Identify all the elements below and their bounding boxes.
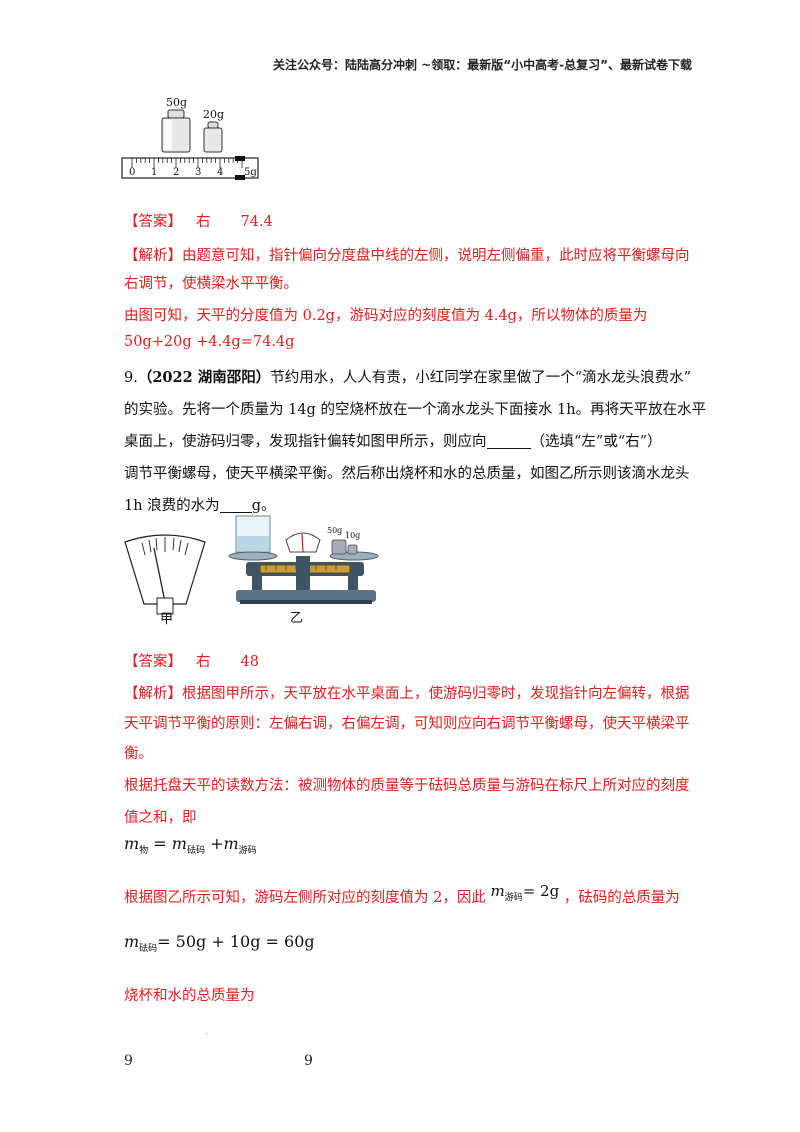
scale-tick-4: 4: [217, 167, 224, 178]
scale-tick-2: 2: [173, 167, 180, 178]
page-header: 关注公众号：陆陆高分冲刺 ~领取：最新版“小中高考-总复习”、最新试卷下载: [273, 58, 692, 72]
q9-analysis-line7: 烧杯和水的总质量为: [124, 988, 255, 1004]
figure-yi-weight-10g: 10g: [345, 531, 361, 540]
scale-tick-3: 3: [195, 167, 202, 178]
weight-50g-label: 50g: [166, 96, 188, 109]
figure-jia-label: 甲: [160, 612, 174, 627]
q9-blank-direction: [486, 434, 531, 449]
formula-total-mass: m物 = m砝码 +m游码: [124, 834, 257, 857]
dot-mark: [206, 1033, 207, 1034]
q9-analysis-line2: 天平调节平衡的原则：左偏右调，右偏左调，可知则应向右调节平衡螺母，使天平横梁平: [124, 716, 690, 732]
q9-analysis-line3: 衡。: [124, 746, 153, 762]
q9-analysis-line4: 根据托盘天平的读数方法：被测物体的质量等于砝码总质量与游码在标尺上所对应的刻度: [124, 778, 690, 794]
figure-yi-weight-50g: 50g: [327, 526, 343, 535]
q8-analysis-line1: 【解析】由题意可知，指针偏向分度盘中线的左侧，说明左侧偏重，此时应将平衡螺母向: [124, 248, 690, 264]
scale-tick-0: 0: [129, 167, 136, 178]
scale-tick-1: 1: [151, 167, 158, 178]
figure-yi-balance: 50g 10g 乙: [226, 512, 386, 628]
q8-analysis-line2: 右调节，使横梁水平平衡。: [124, 276, 298, 292]
q9-analysis-line1: 【解析】根据图甲所示，天平放在水平桌面上，使游码归零时，发现指针向左偏转，根据: [124, 686, 690, 702]
q8-analysis-line3: 由图可知，天平的分度值为 0.2g，游码对应的刻度值为 4.4g，所以物体的质量…: [124, 308, 648, 324]
q9-line4: 调节平衡螺母，使天平横梁平衡。然后称出烧杯和水的总质量，如图乙所示则该滴水龙头: [124, 466, 690, 482]
figure-yi-label: 乙: [290, 611, 304, 626]
q9-line2: 的实验。先将一个质量为 14g 的空烧杯放在一个滴水龙头下面接水 1h。再将天平…: [124, 402, 707, 418]
figure-weights-scale: 50g 20g 0 1 2 3 4 5g: [120, 92, 270, 184]
footer-page-left: 9: [124, 1053, 133, 1069]
footer-page-center: 9: [304, 1053, 313, 1069]
q9-analysis-line5: 值之和，即: [124, 810, 197, 826]
q8-analysis-line4: 50g+20g +4.4g=74.4g: [124, 334, 295, 350]
formula-weight-mass: m砝码= 50g + 10g = 60g: [124, 932, 315, 955]
q9-line1: 9.（2022 湖南邵阳）节约用水，人人有责，小红同学在家里做了一个“滴水龙头浪…: [124, 369, 692, 386]
weight-20g-label: 20g: [203, 108, 225, 121]
q9-analysis-line6: 根据图乙所示可知，游码左侧所对应的刻度值为 2，因此 m游码= 2g ，砝码的总…: [124, 882, 680, 906]
scale-tick-5: 5g: [244, 167, 257, 178]
q9-blank-mass: [219, 498, 252, 513]
figure-jia-dial: 甲: [120, 528, 210, 628]
q9-line3: 桌面上，使游码归零，发现指针偏转如图甲所示，则应向（选填“左”或“右”）: [124, 434, 662, 450]
